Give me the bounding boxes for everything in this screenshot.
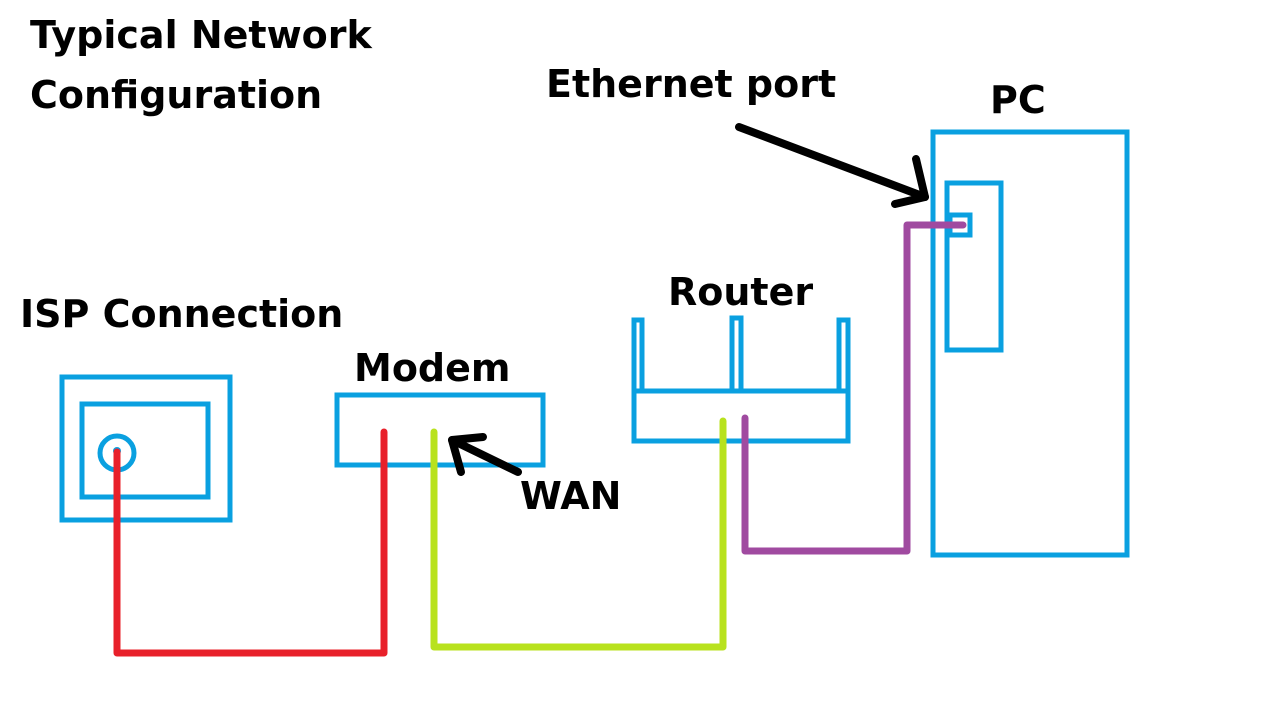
title-line-1: Typical Network xyxy=(30,13,373,57)
coax-wall-outlet-icon xyxy=(59,374,233,523)
isp-outer-box xyxy=(59,374,233,523)
router-label: Router xyxy=(668,270,813,314)
cable-router-to-pc xyxy=(741,221,967,555)
wan-pointer-arrow-icon xyxy=(448,433,522,476)
pc-drive-bay xyxy=(944,180,1004,353)
isp-label: ISP Connection xyxy=(20,292,343,336)
router-antenna-right xyxy=(836,317,851,394)
router-antenna-left xyxy=(631,317,645,394)
isp-inner-box xyxy=(79,401,211,500)
router-icon xyxy=(631,315,851,444)
pc-label: PC xyxy=(990,78,1046,122)
router-body xyxy=(631,388,851,444)
wan-label: WAN xyxy=(520,474,621,518)
ethernet-pointer-arrow-icon xyxy=(735,123,929,208)
pc-tower-icon xyxy=(930,129,1130,558)
modem-icon xyxy=(334,392,546,468)
cable-isp-to-modem xyxy=(113,428,388,657)
modem-label: Modem xyxy=(354,346,511,390)
title-line-2: Configuration xyxy=(30,73,322,117)
pc-case xyxy=(930,129,1130,558)
router-antenna-middle xyxy=(729,315,744,394)
ethernet-port-label: Ethernet port xyxy=(546,62,836,106)
cable-modem-to-router xyxy=(430,417,727,651)
